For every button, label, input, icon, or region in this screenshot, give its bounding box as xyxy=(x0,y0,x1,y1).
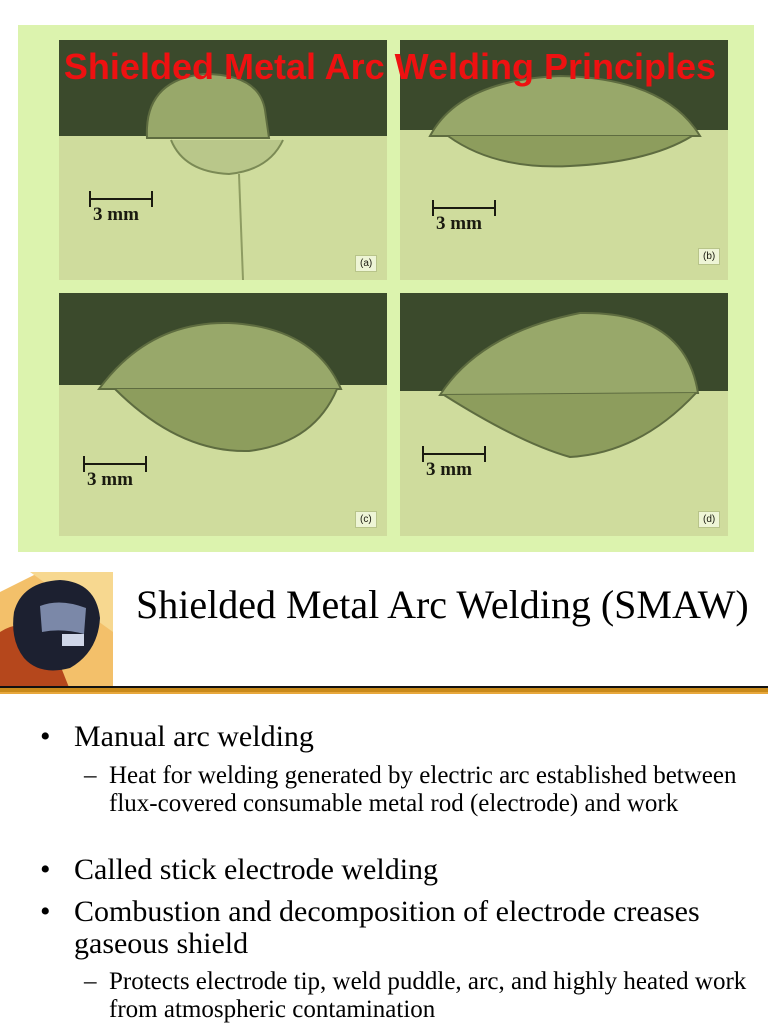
title-divider xyxy=(0,686,768,696)
dash-icon: – xyxy=(84,968,97,995)
weld-cross-section-slide: 3 mm (a) 3 mm (b) 3 mm (c) xyxy=(18,25,754,552)
overlay-title: Shielded Metal Arc Welding Principles xyxy=(63,46,717,87)
smaw-slide: Shielded Metal Arc Welding (SMAW) • Manu… xyxy=(0,562,768,1024)
panel-label-b: (b) xyxy=(698,248,721,265)
bullet-dot-icon: • xyxy=(40,720,51,753)
bullet-dot-icon: • xyxy=(40,895,51,928)
panel-b: 3 mm (b) xyxy=(400,40,728,280)
panel-d: 3 mm (d) xyxy=(400,293,728,536)
sub-bullet-text: Heat for welding generated by electric a… xyxy=(109,762,737,817)
bullet-text: Manual arc welding xyxy=(74,720,314,753)
weld-bead-a-image xyxy=(59,40,387,280)
panel-label-c: (c) xyxy=(355,511,377,528)
weld-bead-d-image xyxy=(400,293,728,536)
welder-helmet-icon xyxy=(0,572,113,690)
dash-icon: – xyxy=(84,762,97,789)
bullet-dot-icon: • xyxy=(40,853,51,886)
slide-title: Shielded Metal Arc Welding (SMAW) xyxy=(136,582,749,627)
sub-bullet-text: Protects electrode tip, weld puddle, arc… xyxy=(109,968,747,1023)
bullet-text: Combustion and decomposition of electrod… xyxy=(74,895,700,960)
panel-label-d: (d) xyxy=(698,511,721,528)
weld-bead-b-image xyxy=(400,40,728,280)
bullet-text: Called stick electrode welding xyxy=(74,853,439,886)
panel-a: 3 mm (a) xyxy=(59,40,387,280)
weld-bead-c-image xyxy=(59,293,387,536)
panel-c: 3 mm (c) xyxy=(59,293,387,536)
panel-label-a: (a) xyxy=(355,255,378,272)
